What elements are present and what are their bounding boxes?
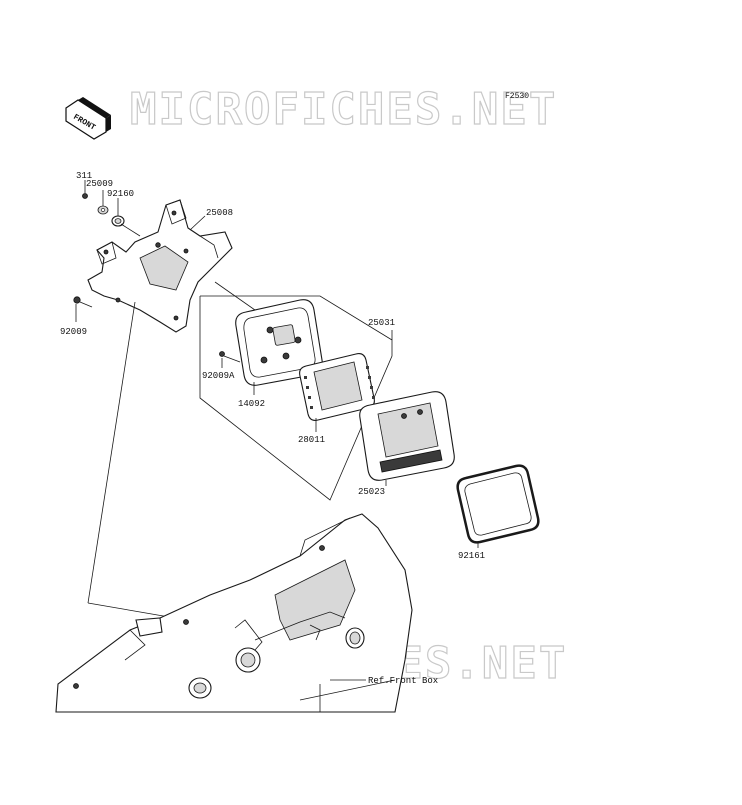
housing-14092	[235, 299, 323, 386]
screw-92009a-icon	[219, 351, 241, 363]
hardware-stack	[82, 193, 141, 237]
diagram-code: F2530	[505, 92, 529, 101]
label-311: 311	[76, 171, 92, 181]
label-25008: 25008	[206, 208, 233, 218]
front-box-reference	[55, 513, 413, 713]
label-92161: 92161	[458, 551, 485, 561]
label-92160: 92160	[107, 189, 134, 199]
seal-92161	[456, 464, 540, 544]
watermark-top: MICROFICHES.NET	[130, 84, 557, 135]
reference-label: Ref.Front Box	[368, 676, 438, 686]
bolt-311-icon	[82, 193, 88, 199]
label-14092: 14092	[238, 399, 265, 409]
label-92009: 92009	[60, 327, 87, 337]
label-92009a: 92009A	[202, 371, 235, 381]
screw-92009-icon	[73, 296, 93, 308]
meter-25023	[359, 391, 455, 481]
assembly-outline	[199, 295, 393, 501]
label-25023: 25023	[358, 487, 385, 497]
label-28011: 28011	[298, 435, 325, 445]
front-arrow-icon: FRONT	[65, 97, 111, 140]
label-25009: 25009	[86, 179, 113, 189]
circuit-board-28011	[299, 353, 375, 421]
reference-leader	[87, 301, 136, 604]
bracket-25008	[87, 199, 233, 333]
label-25031: 25031	[368, 318, 395, 328]
